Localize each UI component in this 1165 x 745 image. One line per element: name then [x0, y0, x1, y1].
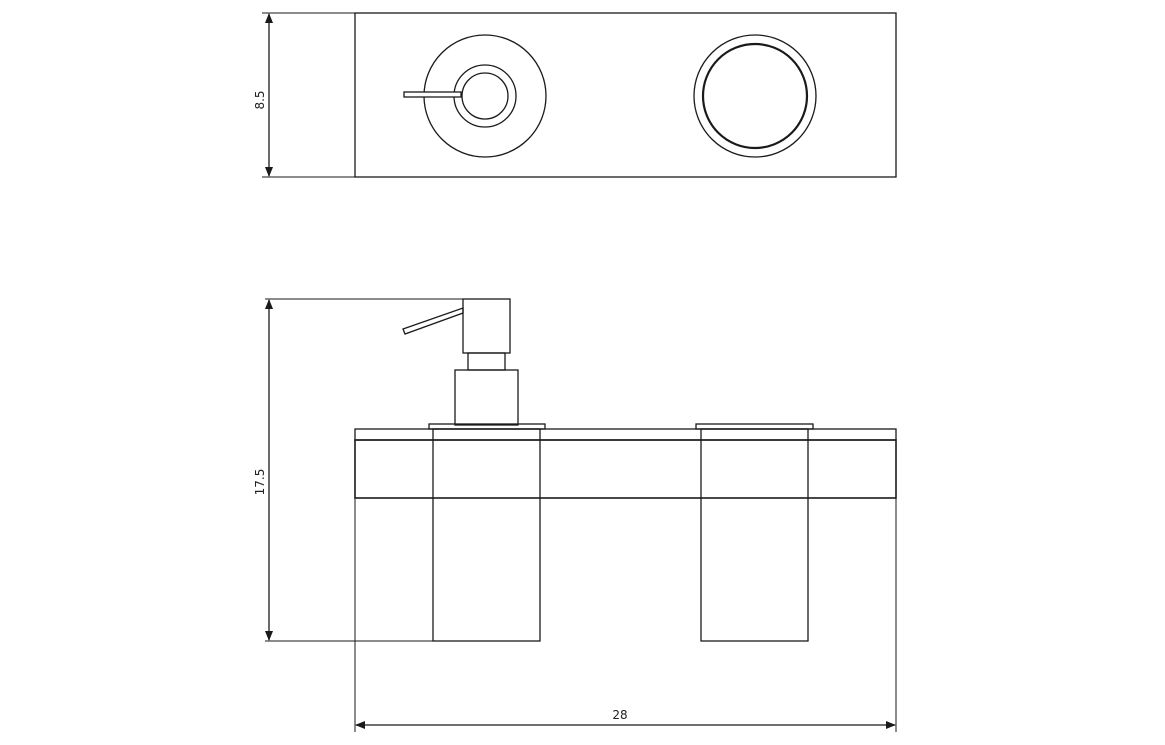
pump-collar — [454, 369, 519, 426]
dispenser-ring-inner — [461, 72, 509, 120]
depth-label: 8.5 — [253, 90, 267, 109]
width-label: 28 — [612, 708, 627, 722]
soap-pump — [402, 298, 546, 430]
width-dimension: 28 — [354, 498, 897, 732]
height-dimension: 17.5 — [253, 298, 463, 642]
tumbler-top — [693, 34, 817, 158]
tumbler-inner-circle — [701, 42, 809, 150]
depth-dimension: 8.5 — [253, 12, 355, 178]
top-view: 8.5 — [253, 12, 897, 178]
tumbler-container — [700, 428, 809, 642]
tumbler-outer-circle — [693, 34, 817, 158]
shelf-top-plate — [354, 428, 897, 441]
front-view: 17.5 28 — [253, 298, 897, 732]
tumbler-flange — [695, 423, 814, 430]
soap-container — [432, 428, 541, 642]
shelf-band — [354, 439, 897, 499]
dispenser-lever-top — [403, 91, 462, 98]
shelf-top-outline — [354, 12, 897, 178]
pump-head — [462, 298, 511, 354]
dispenser-ring-outer — [453, 64, 517, 128]
soap-dispenser-top — [403, 34, 547, 158]
height-label: 17.5 — [253, 469, 267, 496]
pump-neck — [467, 352, 506, 371]
pump-lever — [402, 307, 464, 335]
